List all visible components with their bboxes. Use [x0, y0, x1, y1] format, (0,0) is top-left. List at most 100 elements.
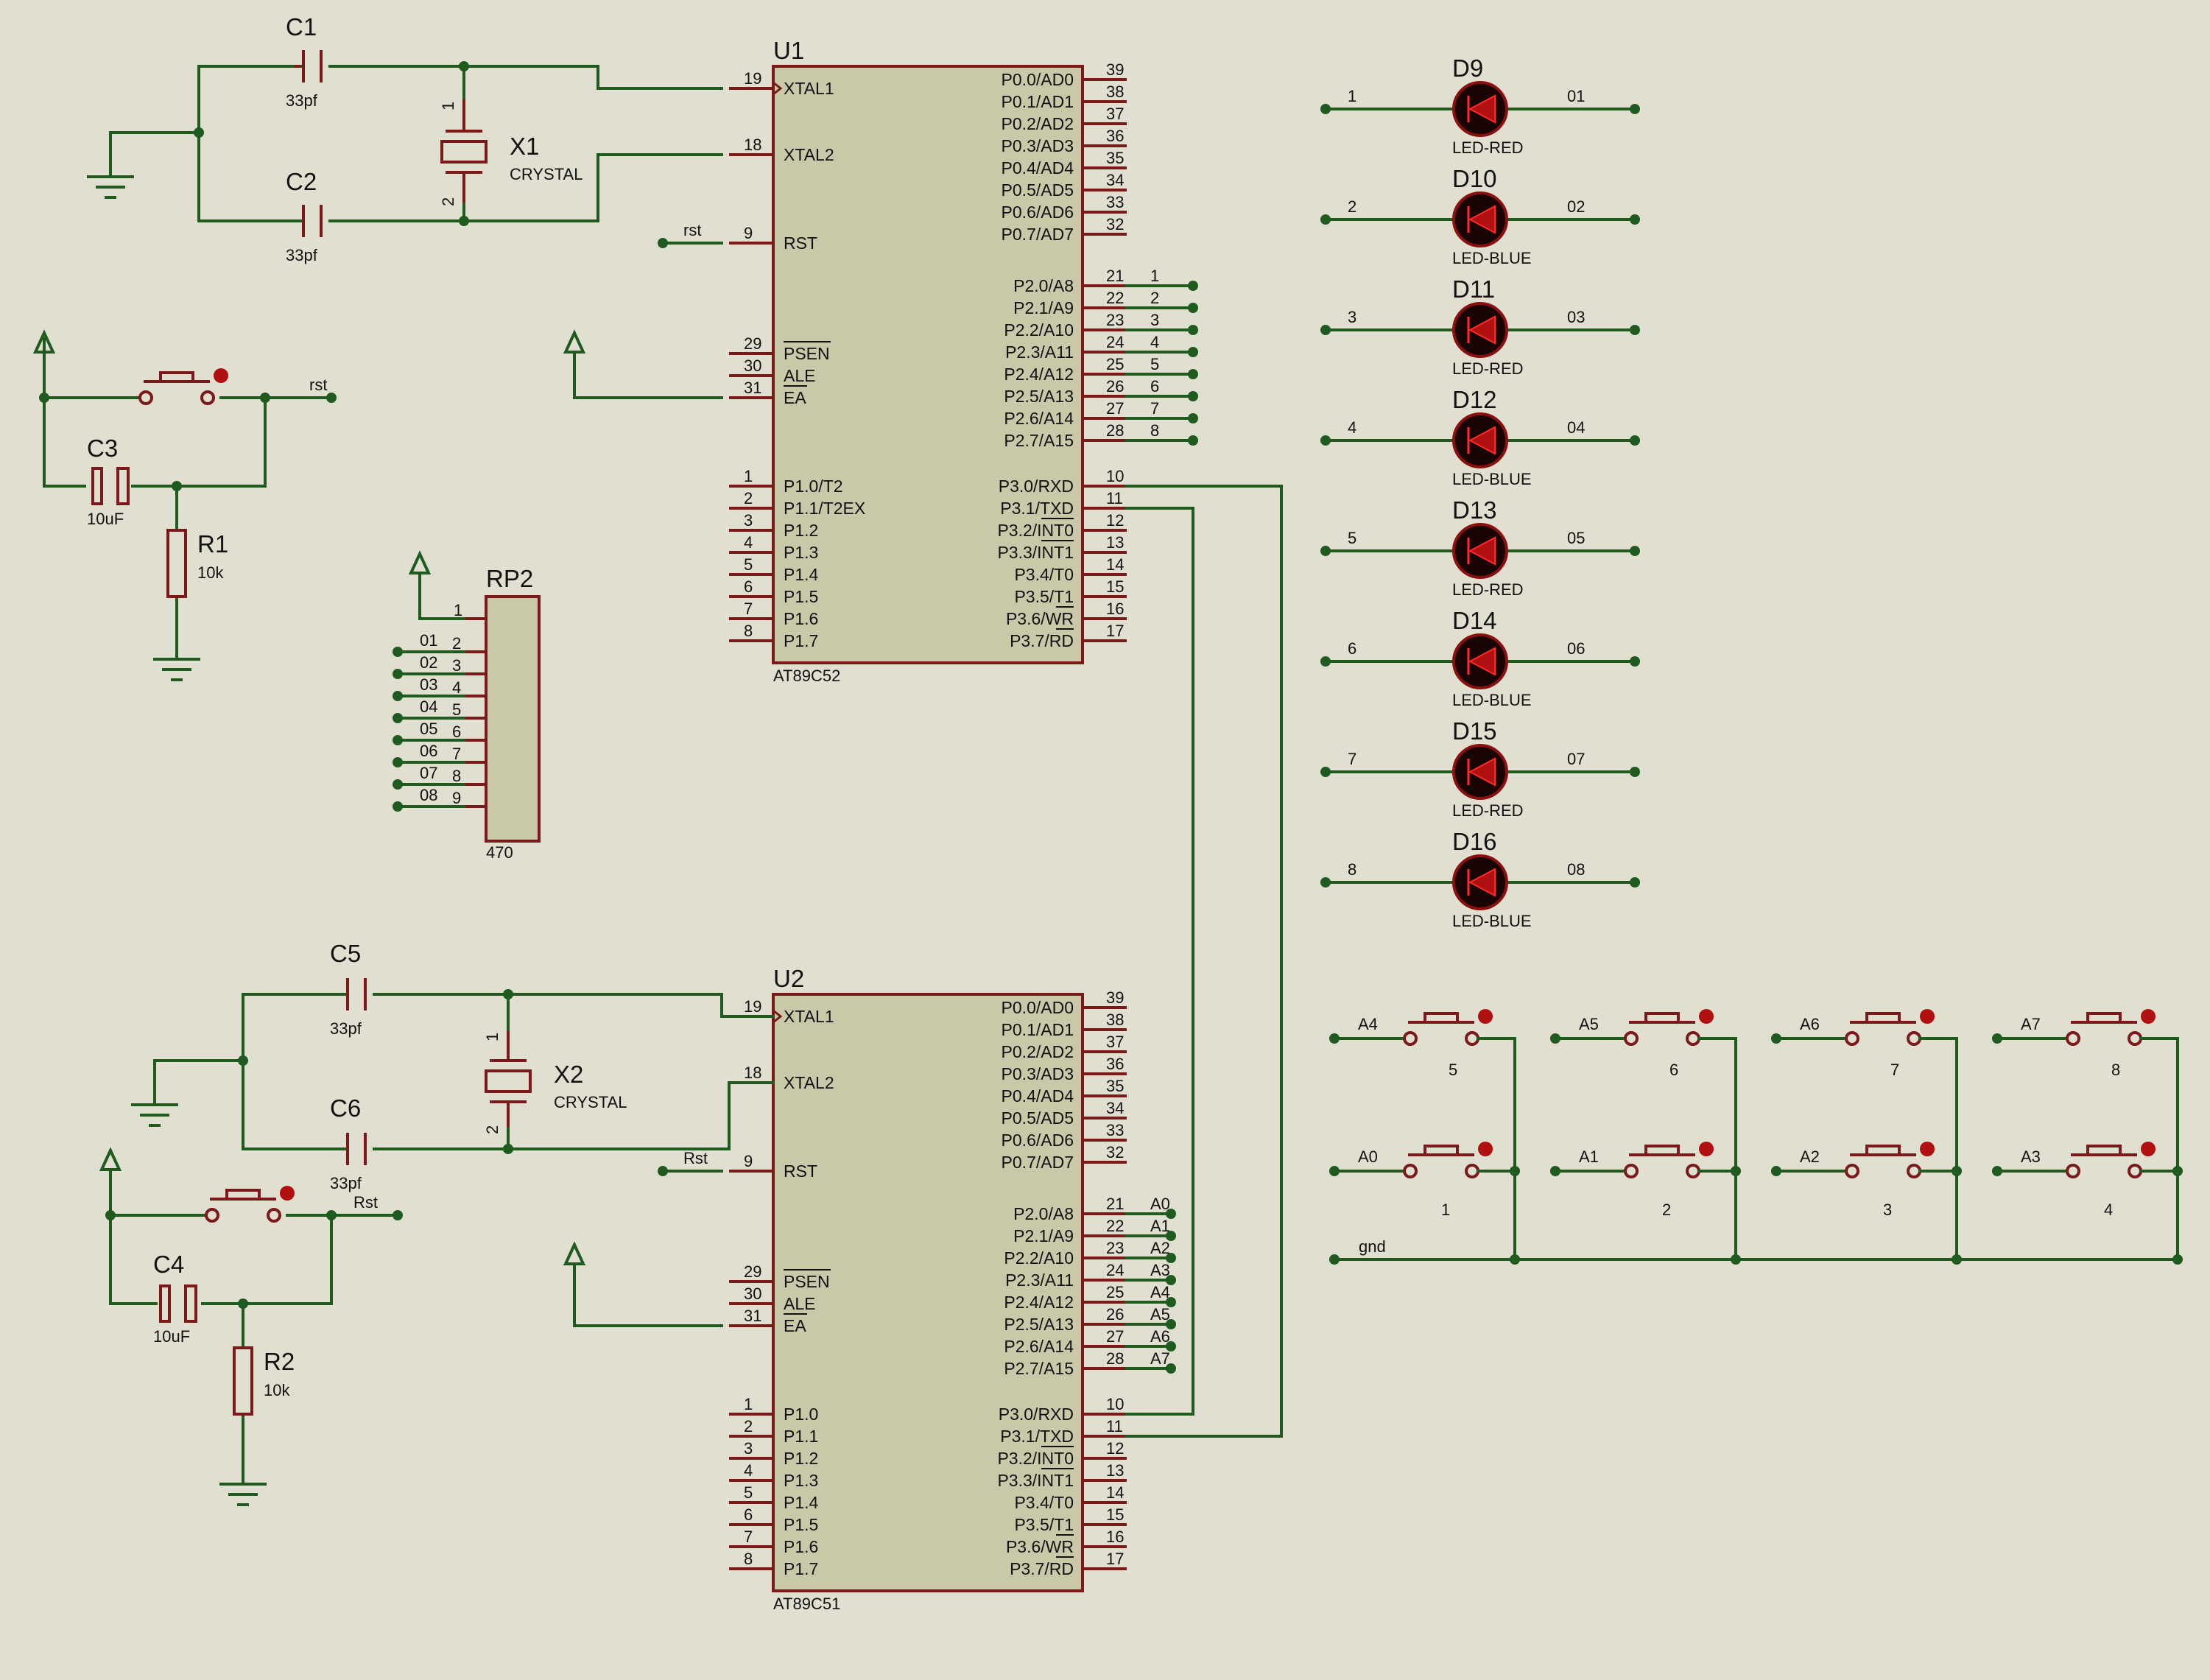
u1-pin-name: P1.6	[784, 609, 818, 628]
led-terminal-in	[1320, 104, 1331, 114]
u1-p2-terminal	[1188, 413, 1198, 423]
u2-pin-number: 16	[1106, 1528, 1124, 1546]
u1-pin-number: 25	[1106, 355, 1124, 373]
u2-pin-number: 23	[1106, 1239, 1124, 1257]
led-type: LED-BLUE	[1452, 470, 1532, 488]
u2-p2-net-label: A1	[1150, 1217, 1170, 1235]
led-type: LED-BLUE	[1452, 691, 1532, 709]
u2-ref: U2	[773, 965, 804, 992]
led-terminal-out	[1630, 214, 1640, 225]
key-button-4[interactable]	[2066, 1142, 2156, 1178]
button-contact-left	[2066, 1031, 2080, 1046]
key-net-label: A7	[2021, 1015, 2041, 1033]
u2-pin-number: 36	[1106, 1055, 1124, 1073]
key-net-label: A1	[1579, 1147, 1599, 1166]
u1-pin-number: 28	[1106, 421, 1124, 440]
button-cap	[2086, 1012, 2122, 1024]
u1-rst-net: rst	[683, 221, 701, 239]
key-button-3[interactable]	[1845, 1142, 1935, 1178]
key-net-label: A0	[1358, 1147, 1378, 1166]
crystal-x2: 1 2 X2 CRYSTAL	[483, 1031, 627, 1134]
u1-pin-number: 27	[1106, 399, 1124, 418]
resistor-r1: R1 10k	[166, 529, 228, 598]
u2-connections: Rst	[563, 1149, 723, 1327]
rp2-pin-number: 8	[452, 767, 461, 785]
key-net-label: A4	[1358, 1015, 1378, 1033]
u2-pin-name: XTAL2	[784, 1073, 834, 1092]
led-terminal-out	[1630, 104, 1640, 114]
rp2-net-label: 05	[420, 720, 437, 738]
key-button-8[interactable]	[2066, 1009, 2156, 1046]
u2-p2-net-label: A7	[1150, 1349, 1170, 1368]
u1-pin-number: 12	[1106, 511, 1124, 530]
u2-pin-name: P1.4	[784, 1493, 819, 1512]
u2-pin-number: 31	[744, 1307, 761, 1325]
button-cap	[1424, 1145, 1459, 1156]
key-button-5[interactable]	[1403, 1009, 1493, 1046]
u1-pin-name: P0.6/AD6	[1002, 203, 1074, 222]
led-ref: D13	[1452, 496, 1497, 524]
c4-ref: C4	[153, 1251, 184, 1278]
key-button-7[interactable]	[1845, 1009, 1935, 1046]
u1-pin-number: 36	[1106, 127, 1124, 145]
u1-pin-name: P0.0/AD0	[1002, 70, 1074, 89]
u2-pin-name: P3.1/TXD	[1000, 1427, 1074, 1446]
led-out-net: 07	[1567, 750, 1585, 768]
u2-pin-number: 3	[744, 1439, 753, 1458]
button-contact-right	[1907, 1164, 1921, 1178]
key-net-label: A6	[1800, 1015, 1820, 1033]
u2-pin-number: 35	[1106, 1077, 1124, 1095]
u1-pin-name: P3.4/T0	[1014, 565, 1074, 584]
u1-pin-name: P0.5/AD5	[1002, 180, 1074, 200]
u1-pin-name: P2.4/A12	[1004, 365, 1074, 384]
u1-pin-number: 2	[744, 489, 753, 507]
u1-body	[772, 65, 1084, 664]
led-diode-icon	[1468, 315, 1496, 345]
led-terminal-out	[1630, 877, 1640, 888]
button-indicator-icon	[1920, 1142, 1935, 1156]
u2-pin-number: 18	[744, 1064, 761, 1082]
led-terminal-in	[1320, 877, 1331, 888]
pushbutton-reset-2[interactable]	[205, 1186, 295, 1223]
u2-pin-name: P2.7/A15	[1004, 1359, 1074, 1378]
key-junction	[1510, 1166, 1520, 1176]
led-in-net: 3	[1348, 308, 1356, 326]
u1-pin-name: RST	[784, 233, 817, 253]
u1-pin-number: 6	[744, 577, 753, 596]
rp2-net-label: 08	[420, 786, 437, 804]
key-terminal	[1329, 1166, 1340, 1176]
u2-pin-name: P2.0/A8	[1013, 1204, 1074, 1223]
r1-ref: R1	[197, 530, 228, 558]
u2-pin-name: P2.1/A9	[1013, 1226, 1074, 1245]
led-in-net: 8	[1348, 860, 1356, 879]
led-diode-icon	[1468, 868, 1496, 897]
u2-clock-marker	[773, 1009, 783, 1024]
u1-pin-name: P3.1/TXD	[1000, 499, 1074, 518]
bottom-oscillator: C5 33pf C6 33pf 1 2 X2 CRYSTAL	[131, 940, 775, 1192]
u1-pin-name: P3.5/T1	[1014, 587, 1074, 606]
u2-pin-number: 15	[1106, 1505, 1124, 1524]
led-type: LED-RED	[1452, 359, 1524, 378]
u1-pin-number: 35	[1106, 149, 1124, 167]
u1-pin-name: P2.1/A9	[1013, 298, 1074, 317]
ic-u2: U2AT89C5119XTAL118XTAL29RST29PSEN30ALE31…	[729, 965, 1176, 1613]
u2-pin-name: P0.0/AD0	[1002, 998, 1074, 1017]
u2-pin-name: P2.3/A11	[1005, 1270, 1074, 1290]
key-junction	[2172, 1166, 2183, 1176]
u2-p2-terminal	[1166, 1363, 1176, 1374]
u1-pin-name: EA	[784, 388, 806, 407]
r2-value: 10k	[264, 1381, 290, 1399]
rp2-terminal	[393, 691, 403, 701]
u1-pin-name: P3.7/RD	[1010, 631, 1074, 650]
led-ref: D15	[1452, 717, 1497, 745]
button-contact-left	[1845, 1031, 1859, 1046]
u1-pin-name: XTAL2	[784, 145, 834, 164]
pushbutton-reset-1[interactable]	[138, 368, 228, 405]
rp2-pin-number: 4	[452, 678, 461, 697]
resistor-r2: R2 10k	[233, 1346, 295, 1416]
key-junction	[1731, 1166, 1741, 1176]
u2-pin-number: 28	[1106, 1349, 1124, 1368]
